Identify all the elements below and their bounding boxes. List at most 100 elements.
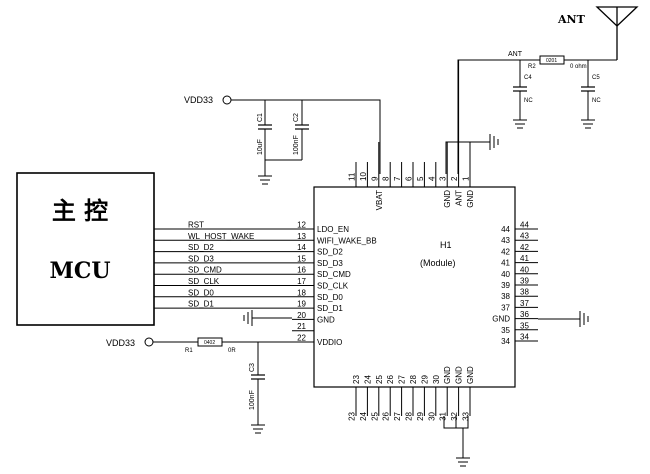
right-pin-number: 44 bbox=[520, 221, 529, 230]
bottom-pin-number: 29 bbox=[416, 411, 425, 420]
top-pin-number: 3 bbox=[439, 176, 448, 181]
left-pin-name: SD_D1 bbox=[317, 304, 343, 313]
right-pin-number: 38 bbox=[520, 288, 529, 297]
top-pin-name: VBAT bbox=[375, 190, 384, 210]
left-pin-number: 18 bbox=[297, 288, 306, 297]
bottom-pin-number: 25 bbox=[370, 411, 379, 420]
r1-ref: R1 bbox=[185, 348, 193, 354]
vdd33-left-label: VDD33 bbox=[106, 338, 135, 348]
vdd33-top-terminal bbox=[222, 95, 232, 105]
right-pin-number: 41 bbox=[520, 254, 529, 263]
left-pin-number: 22 bbox=[297, 334, 306, 343]
top-pin-number: 7 bbox=[393, 176, 402, 181]
bottom-pin-name: 29 bbox=[420, 375, 429, 384]
bottom-pin-number: 27 bbox=[393, 411, 402, 420]
r1-package: 0402 bbox=[204, 340, 215, 346]
bottom-pin-number: 28 bbox=[405, 411, 414, 420]
left-pin-name: SD_D2 bbox=[317, 248, 343, 257]
pin20-gnd bbox=[243, 310, 292, 326]
c5-value: NC bbox=[592, 98, 601, 104]
c3-value: 100nF bbox=[249, 390, 256, 410]
top-pin-number: 6 bbox=[405, 176, 414, 181]
bottom-pin-number: 23 bbox=[348, 411, 357, 420]
resistor-r2 bbox=[539, 55, 565, 65]
bottom-pin-group: 2323242425252626272728282929303031GND32G… bbox=[348, 366, 476, 421]
bottom-gnd bbox=[443, 416, 470, 467]
top-pin-number: 9 bbox=[370, 176, 379, 181]
bottom-pin-number: 30 bbox=[427, 411, 436, 420]
right-pin-number: 35 bbox=[520, 321, 529, 330]
module-h1: H1 (Module) bbox=[313, 186, 516, 388]
right-pin-name: 40 bbox=[501, 270, 510, 279]
left-pin-name: WIFI_WAKE_BB bbox=[317, 236, 377, 245]
left-pin-name: LDO_EN bbox=[317, 225, 349, 234]
mcu-title-en: MCU bbox=[49, 258, 110, 284]
bottom-pin-number: 26 bbox=[382, 411, 391, 420]
left-pin-number: 16 bbox=[297, 266, 306, 275]
c2-ref: C2 bbox=[293, 113, 300, 122]
left-pin-number: 14 bbox=[297, 243, 306, 252]
c1-value: 10uF bbox=[257, 139, 264, 155]
antenna-label: ANT bbox=[557, 13, 586, 26]
bottom-pin-number: 33 bbox=[462, 411, 471, 420]
vdd33-left-net: VDD33 0402 R1 0R C3 100nF bbox=[106, 337, 292, 434]
module-name: (Module) bbox=[420, 258, 456, 268]
left-pin-number: 15 bbox=[297, 254, 306, 263]
right-pin-name: 44 bbox=[501, 225, 510, 234]
left-net-label: SD_D0 bbox=[188, 288, 214, 297]
right-pin-number: 40 bbox=[520, 265, 529, 274]
r1-value: 0R bbox=[228, 348, 236, 354]
pin36-gnd bbox=[538, 311, 589, 327]
left-pin-number: 12 bbox=[297, 221, 306, 230]
right-pin-name: 38 bbox=[501, 292, 510, 301]
ant-net: ANT 0201 R2 0 ohm C4 NC C5 NC bbox=[457, 51, 617, 174]
left-pin-name: SD_CMD bbox=[317, 270, 351, 279]
vdd33-left-terminal bbox=[144, 337, 154, 347]
right-pin-group: 4444434342424141404039393838373736GND353… bbox=[492, 221, 538, 346]
bottom-pin-name: 24 bbox=[363, 375, 372, 384]
r2-ref: R2 bbox=[528, 64, 536, 70]
left-net-label: SD_CLK bbox=[188, 277, 220, 286]
vdd33-top-label: VDD33 bbox=[184, 95, 213, 105]
right-pin-number: 37 bbox=[520, 299, 529, 308]
bottom-pin-name: 30 bbox=[432, 375, 441, 384]
left-pin-name: SD_CLK bbox=[317, 282, 349, 291]
bottom-pin-number: 31 bbox=[439, 411, 448, 420]
bottom-pin-name: 25 bbox=[375, 375, 384, 384]
left-pin-number: 13 bbox=[297, 232, 306, 241]
left-pin-number: 17 bbox=[297, 277, 306, 286]
bottom-pin-name: 26 bbox=[386, 375, 395, 384]
left-net-label: SD_D3 bbox=[188, 254, 214, 263]
c5-ref: C5 bbox=[592, 75, 600, 81]
r2-package: 0201 bbox=[546, 58, 557, 64]
right-pin-name: 43 bbox=[501, 236, 510, 245]
right-pin-name: 37 bbox=[501, 303, 510, 312]
top-gnd bbox=[445, 134, 499, 174]
c4-ref: C4 bbox=[524, 75, 532, 81]
left-pin-number: 21 bbox=[297, 322, 306, 331]
right-pin-name: GND bbox=[492, 315, 510, 324]
c4-value: NC bbox=[524, 98, 533, 104]
bottom-pin-name: GND bbox=[455, 366, 464, 384]
top-pin-name: ANT bbox=[455, 190, 464, 206]
bottom-pin-name: 27 bbox=[398, 375, 407, 384]
bottom-pin-name: 23 bbox=[352, 375, 361, 384]
bottom-pin-name: 28 bbox=[409, 375, 418, 384]
top-pin-name: GND bbox=[466, 190, 475, 208]
right-pin-name: 41 bbox=[501, 259, 510, 268]
right-pin-number: 42 bbox=[520, 243, 529, 252]
top-pin-name: GND bbox=[443, 190, 452, 208]
top-pin-number: 11 bbox=[348, 172, 357, 181]
left-pin-number: 20 bbox=[297, 311, 306, 320]
top-pin-number: 8 bbox=[382, 176, 391, 181]
right-pin-number: 36 bbox=[520, 310, 529, 319]
right-pin-number: 39 bbox=[520, 277, 529, 286]
c2-value: 100nF bbox=[293, 135, 300, 155]
right-pin-number: 34 bbox=[520, 333, 529, 342]
antenna: ANT bbox=[557, 6, 639, 60]
module-ref: H1 bbox=[440, 240, 452, 250]
left-pin-number: 19 bbox=[297, 300, 306, 309]
left-pin-name: VDDIO bbox=[317, 338, 342, 347]
